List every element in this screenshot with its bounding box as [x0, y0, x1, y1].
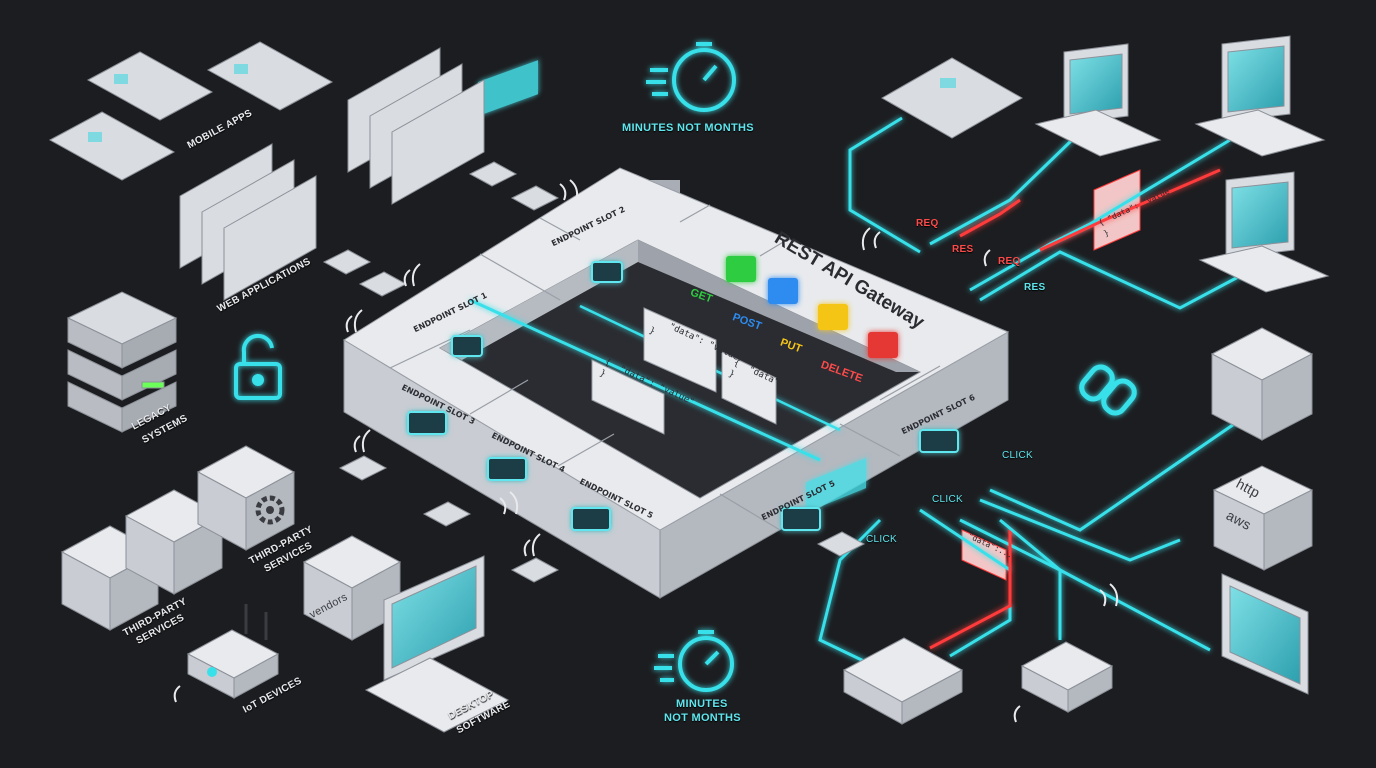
mobile-apps-group [48, 41, 334, 181]
right-devices [842, 35, 1330, 725]
delete-key [868, 332, 898, 358]
port-slot-4 [487, 457, 527, 481]
link-icon [1079, 364, 1137, 416]
browser-stack-top [347, 47, 485, 205]
json-card-red-top [1093, 169, 1141, 251]
put-key [818, 304, 848, 330]
res-label-1: RES [952, 244, 974, 255]
phone-1 [86, 51, 214, 121]
minutes-badge-bottom-line2: NOT MONTHS [664, 712, 741, 724]
iot-router [186, 604, 280, 699]
phone-3 [48, 111, 176, 181]
unlock-icon [234, 333, 282, 400]
third-party-cubes [60, 445, 402, 641]
json-card-red-bottom [961, 529, 1007, 581]
json-card-short [721, 351, 777, 425]
json-card-single [591, 359, 665, 435]
port-slot-5b [781, 507, 821, 531]
legacy-servers [66, 291, 178, 433]
port-slot-5 [571, 507, 611, 531]
stopwatch-icon-bottom [654, 630, 734, 692]
gear-icon [255, 495, 285, 525]
method-keys [726, 256, 898, 358]
left-cables [322, 161, 866, 583]
click-label-2: CLICK [932, 494, 963, 505]
json-card-double [643, 307, 717, 393]
click-label-1: CLICK [1002, 450, 1033, 461]
minutes-badge-top: MINUTES NOT MONTHS [622, 122, 754, 134]
stopwatch-icon-top [646, 42, 736, 112]
json-cards [591, 169, 1141, 581]
port-slot-2 [591, 261, 623, 283]
minutes-badge-bottom-line1: MINUTES [676, 698, 728, 710]
tablet-right [880, 57, 1024, 139]
port-slot-1 [451, 335, 483, 357]
browser-stack-web [179, 143, 317, 301]
port-slot-6 [919, 429, 959, 453]
click-label-3: CLICK [866, 534, 897, 545]
req-label-1: REQ [916, 218, 939, 229]
get-key [726, 256, 756, 282]
req-label-2: REQ [998, 256, 1021, 267]
wireless-waves [173, 179, 1119, 723]
connection-lines [818, 116, 1241, 666]
post-key [768, 278, 798, 304]
res-label-2: RES [1024, 282, 1046, 293]
phone-2 [206, 41, 334, 111]
desktop-monitor-left [364, 555, 510, 733]
port-slot-3 [407, 411, 447, 435]
